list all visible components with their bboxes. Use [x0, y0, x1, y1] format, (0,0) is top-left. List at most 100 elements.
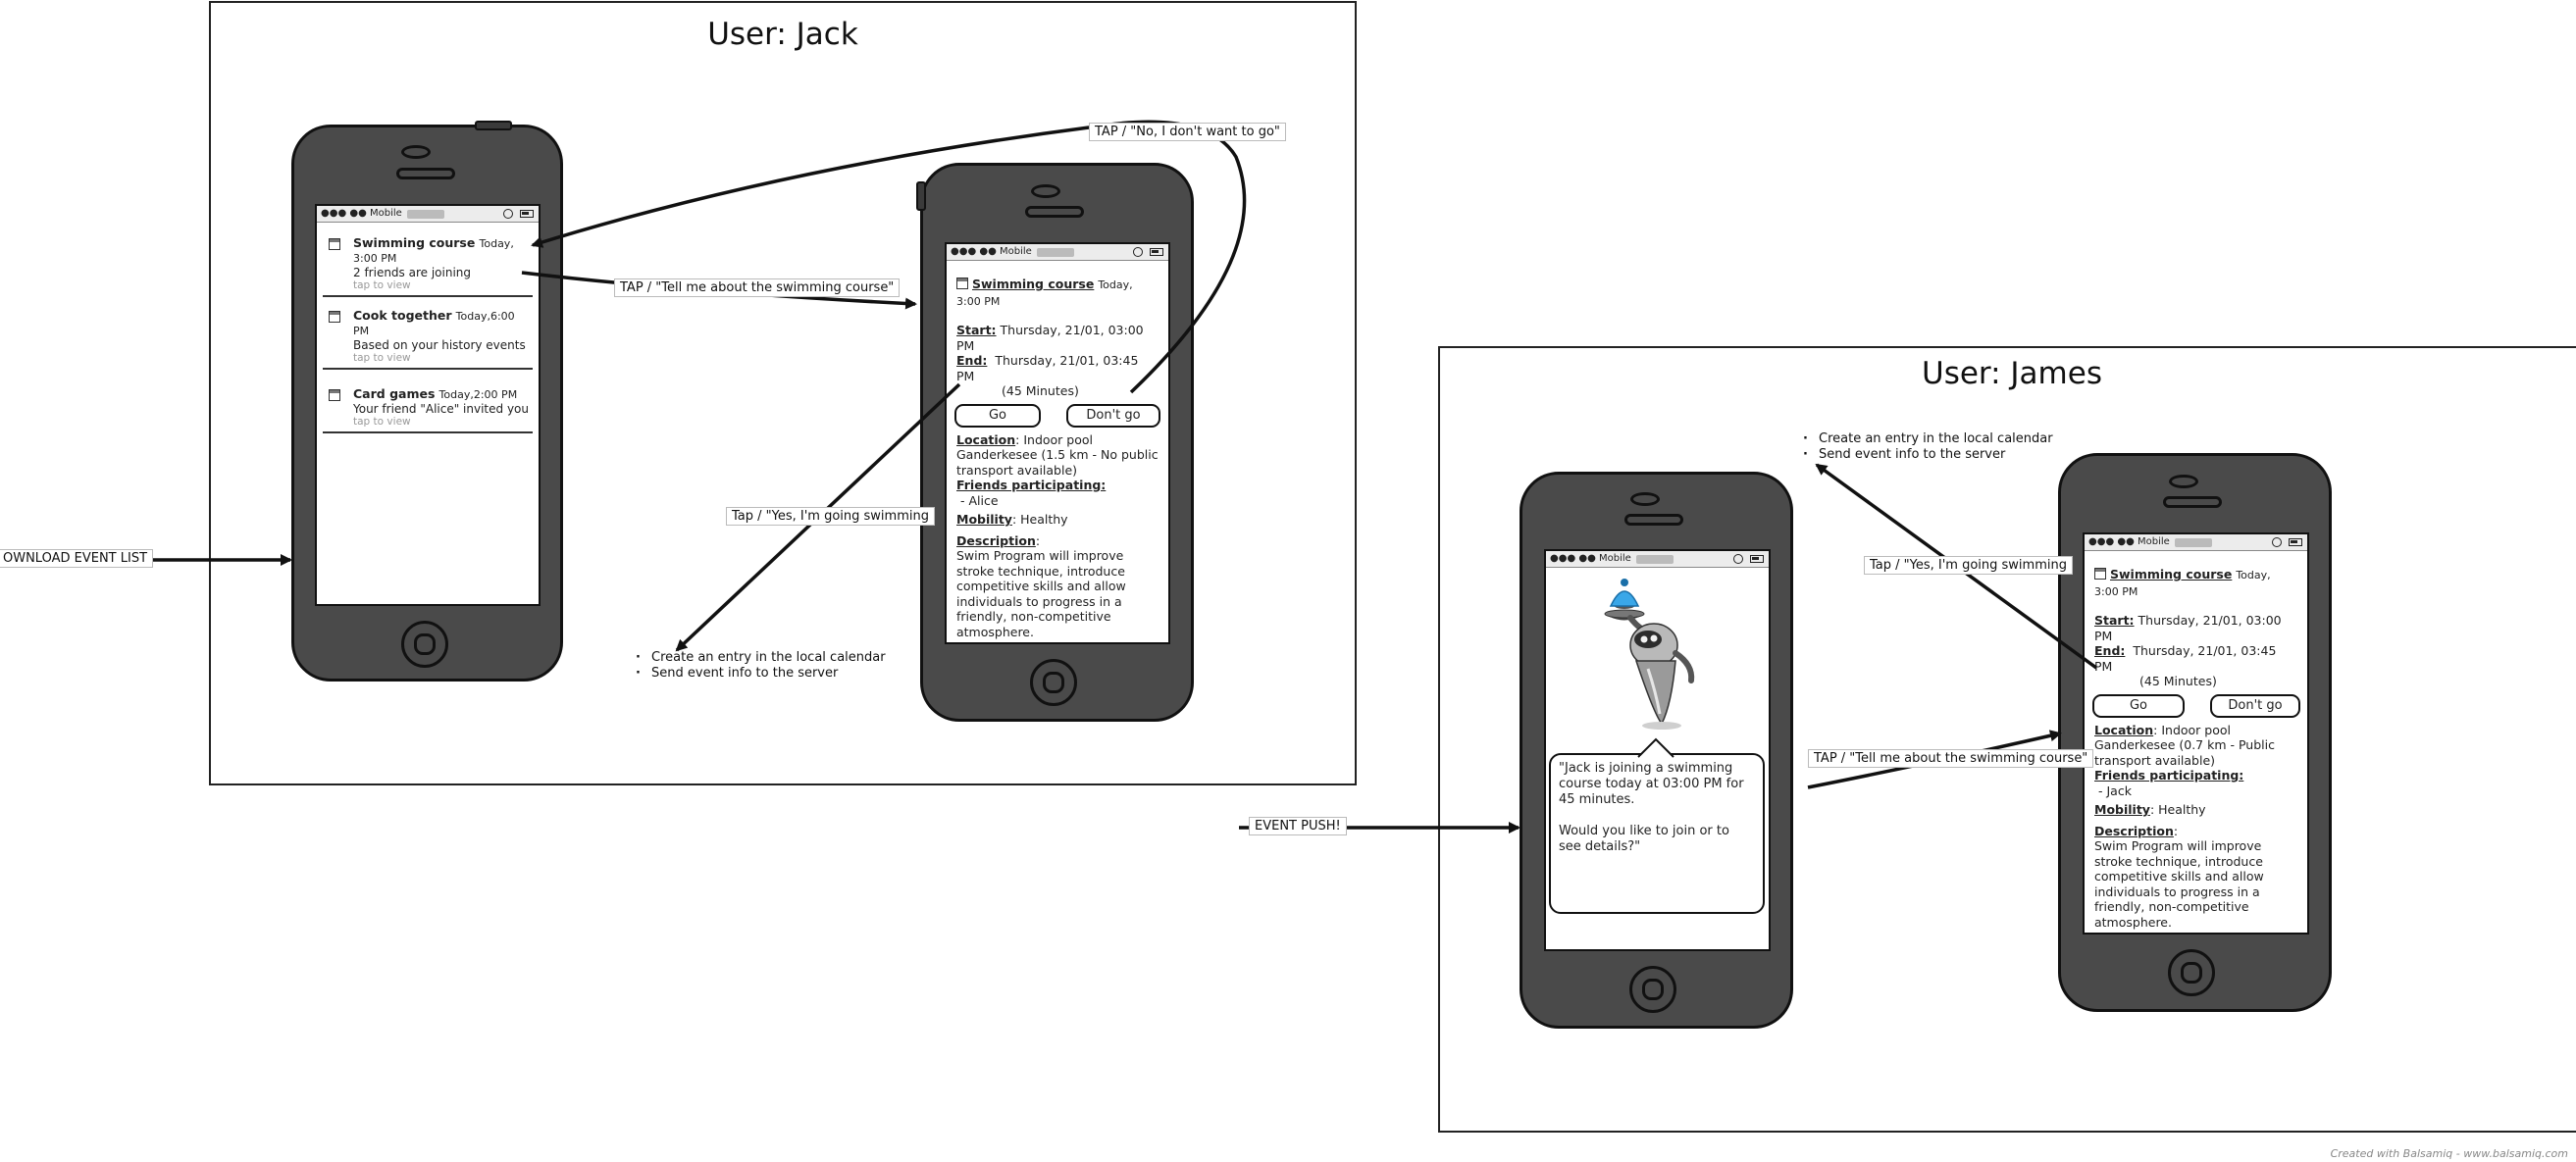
mobility-label: Mobility: [956, 512, 1012, 527]
event-time: Today,2:00 PM: [438, 388, 518, 401]
event-time: Today, 3:00 PM: [353, 237, 514, 265]
event-details: Swimming course Today, 3:00 PM Start: Th…: [947, 261, 1168, 642]
list-item[interactable]: Card games Today,2:00 PM Your friend "Al…: [323, 381, 533, 433]
carrier-text: ●●● ●● Mobile: [2088, 536, 2170, 547]
calendar-icon: [956, 278, 968, 289]
go-button[interactable]: Go: [954, 403, 1041, 428]
location-value: : Indoor pool Ganderkesee (1.5 km - No p…: [956, 431, 1159, 478]
end-value: Thursday, 21/01, 03:45 PM: [956, 353, 1139, 383]
label-tap-tell-james: TAP / "Tell me about the swimming course…: [1808, 749, 2094, 768]
tap-hint: tap to view: [353, 416, 411, 428]
end-label: End:: [956, 353, 988, 368]
push-message-bubble: "Jack is joining a swimming course today…: [1549, 753, 1765, 914]
phone-speaker: [2163, 496, 2222, 508]
event-title: Card games: [353, 386, 436, 401]
gauge-icon: [503, 209, 513, 219]
phone-event-details-jack: ●●● ●● Mobile Swimming course Today, 3:0…: [916, 163, 1194, 722]
bullet-item: Create an entry in the local calendar: [636, 650, 886, 666]
phone-camera: [1630, 492, 1660, 506]
status-bar: ●●● ●● Mobile: [947, 244, 1168, 261]
home-button[interactable]: [2168, 949, 2215, 996]
phone-speaker: [396, 168, 455, 179]
frame-title: User: Jack: [707, 17, 858, 52]
bullet-item: Create an entry in the local calendar: [1803, 431, 2053, 447]
end-value: Thursday, 21/01, 03:45 PM: [2094, 643, 2277, 674]
carrier-text: ●●● ●● Mobile: [321, 208, 402, 219]
calendar-icon: [329, 389, 340, 401]
gauge-icon: [1133, 247, 1143, 257]
frame-title: User: James: [1922, 356, 2102, 391]
bullets-james: Create an entry in the local calendar Se…: [1803, 431, 2053, 463]
start-value: Thursday, 21/01, 03:00 PM: [956, 323, 1144, 353]
go-button[interactable]: Go: [2092, 693, 2185, 718]
bullets-jack: Create an entry in the local calendar Se…: [636, 650, 886, 682]
label-tap-tell-jack: TAP / "Tell me about the swimming course…: [614, 278, 901, 297]
location-label: Location: [956, 431, 1016, 447]
end-label: End:: [2094, 643, 2126, 658]
calendar-icon: [2094, 568, 2106, 580]
event-subtitle: 2 friends are joining: [353, 266, 472, 279]
push-message-line2: Would you like to join or to see details…: [1559, 824, 1729, 854]
tap-hint: tap to view: [353, 279, 411, 291]
event-details: Swimming course Today, 3:00 PM Start: Th…: [2085, 551, 2307, 933]
event-title: Swimming course: [353, 235, 476, 250]
gauge-icon: [2272, 537, 2282, 547]
dont-go-button[interactable]: Don't go: [1066, 403, 1160, 428]
event-title: Swimming course: [2109, 567, 2233, 581]
phone-camera: [401, 145, 431, 159]
label-download-event-list: OWNLOAD EVENT LIST: [0, 549, 154, 568]
bullet-item: Send event info to the server: [636, 666, 886, 682]
list-item[interactable]: Swimming course Today, 3:00 PM 2 friends…: [323, 230, 533, 297]
event-title: Swimming course: [971, 277, 1095, 291]
home-button[interactable]: [1030, 659, 1077, 706]
duration: (45 Minutes): [1002, 383, 1079, 398]
side-button: [475, 121, 512, 130]
friends-value: - Jack: [2098, 783, 2132, 798]
event-title: Cook together: [353, 308, 452, 323]
start-value: Thursday, 21/01, 03:00 PM: [2094, 613, 2282, 643]
start-label: Start:: [956, 323, 997, 337]
status-bar: ●●● ●● Mobile: [2085, 534, 2307, 551]
footer-credit: Created with Balsamiq - www.balsamiq.com: [2330, 1147, 2568, 1160]
robot-waiter-illustration: [1604, 579, 1695, 730]
battery-icon: [1150, 248, 1163, 256]
phone-event-list: ●●● ●● Mobile Swimming course Today, 3:0…: [291, 121, 563, 682]
event-subtitle: Based on your history events: [353, 338, 526, 352]
home-button[interactable]: [1629, 966, 1676, 1013]
status-bar: ●●● ●● Mobile: [317, 206, 539, 223]
dont-go-button[interactable]: Don't go: [2210, 693, 2300, 718]
carrier-text: ●●● ●● Mobile: [951, 246, 1032, 257]
mobility-value: : Healthy: [2149, 802, 2206, 817]
phone-camera: [1031, 184, 1060, 198]
speech-pointer: [1637, 737, 1674, 759]
location-value: : Indoor pool Ganderkesee (0.7 km - Publ…: [2094, 722, 2275, 768]
battery-icon: [1750, 555, 1764, 563]
bullet-item: Send event info to the server: [1803, 447, 2053, 463]
label-event-push: EVENT PUSH!: [1249, 817, 1347, 835]
friends-value: - Alice: [960, 492, 999, 508]
calendar-icon: [329, 238, 340, 250]
tap-hint: tap to view: [353, 352, 411, 364]
location-label: Location: [2094, 722, 2154, 737]
phone-push-notification: ●●● ●● Mobile "Jack is joining a swimmin…: [1520, 472, 1793, 1029]
list-item[interactable]: Cook together Today,6:00 PM Based on you…: [323, 303, 533, 370]
carrier-text: ●●● ●● Mobile: [1550, 553, 1631, 564]
event-time: Today, 3:00 PM: [2094, 569, 2271, 598]
event-time: Today,6:00 PM: [353, 310, 515, 337]
friends-label: Friends participating:: [2094, 768, 2244, 783]
phone-event-details-james: ●●● ●● Mobile Swimming course Today, 3:0…: [2058, 453, 2332, 1012]
calendar-icon: [329, 311, 340, 323]
description-value: Swim Program will improve stroke techniq…: [2094, 838, 2264, 930]
duration: (45 Minutes): [2139, 674, 2217, 688]
battery-icon: [2289, 538, 2302, 546]
mobility-value: : Healthy: [1011, 512, 1068, 527]
label-tap-yes-james: Tap / "Yes, I'm going swimming: [1864, 556, 2073, 575]
home-button[interactable]: [401, 621, 448, 668]
label-tap-no: TAP / "No, I don't want to go": [1089, 123, 1286, 141]
side-button: [916, 181, 926, 211]
phone-speaker: [1025, 206, 1084, 218]
phone-camera: [2169, 475, 2198, 488]
event-time: Today, 3:00 PM: [956, 278, 1133, 308]
phone-speaker: [1624, 514, 1683, 526]
